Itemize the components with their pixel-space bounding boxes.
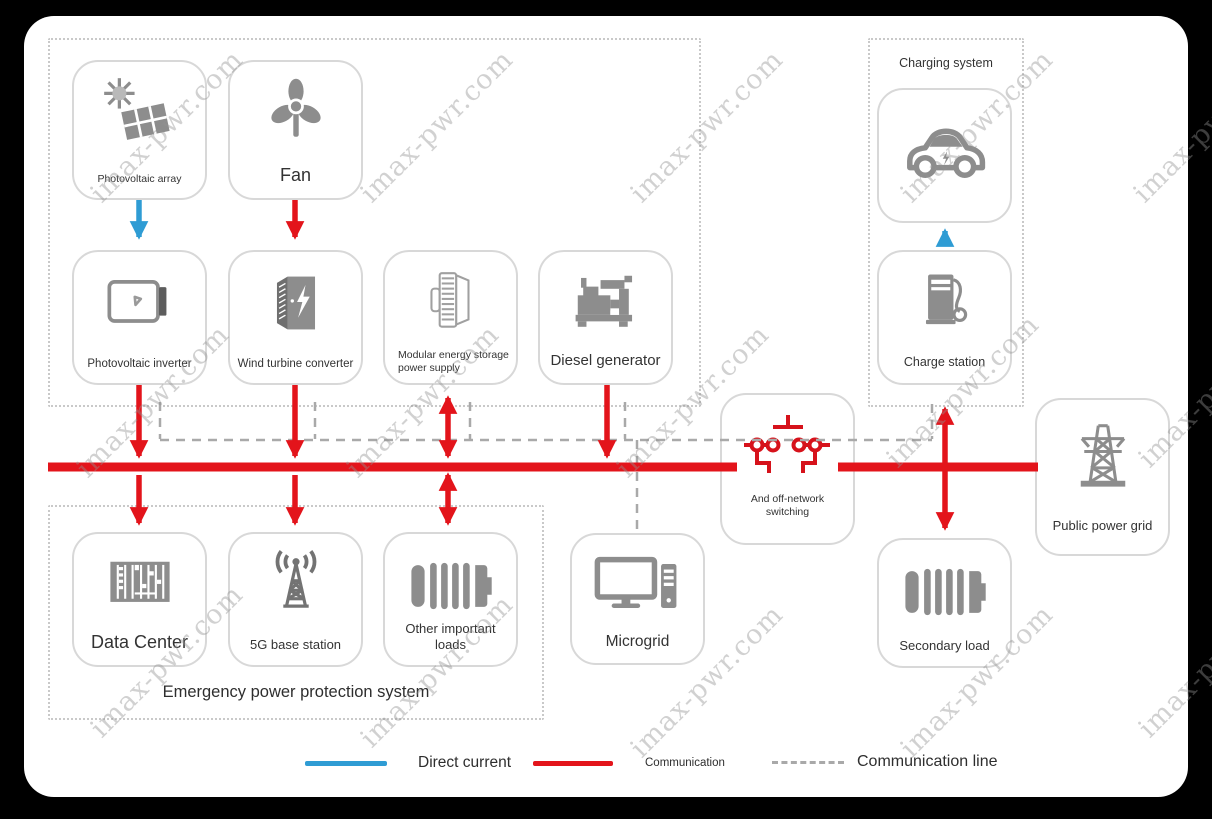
legend-red-line [533,761,613,766]
load-grille-icon [879,562,1010,622]
node-microgrid: Microgrid [570,533,705,665]
node-label: And off-network switching [750,492,825,518]
antenna-tower-icon [230,548,361,622]
inverter-icon [74,266,205,340]
node-data-center: Data Center [72,532,207,667]
legend-direct-current-label: Direct current [418,754,512,771]
storage-rack-icon [385,266,516,338]
node-fan: Fan [228,60,363,200]
legend-communication-line-label: Communication line [857,753,998,770]
solar-panel-icon [74,76,205,152]
legend-communication-label: Communication [645,757,725,769]
node-label: Data Center [90,631,189,652]
node-photovoltaic-array: Photovoltaic array [72,60,207,200]
node-wind-turbine-converter: Wind turbine converter [228,250,363,385]
node-label: 5G base station [249,636,342,652]
diagram-card: Charging system Emergency power protecti… [24,16,1212,797]
node-ev-car [877,88,1012,223]
fan-icon [230,76,361,152]
watermark-text: imax-pwr.com [1127,44,1212,209]
node-label: Wind turbine converter [237,357,354,370]
node-label: Secondary load [899,637,990,653]
node-5g-base-station: 5G base station [228,532,363,667]
load-grille-icon [385,556,516,616]
node-modular-energy-storage: Modular energy storage power supply [383,250,518,385]
node-label: Public power grid [1052,517,1153,533]
generation-group-box [48,38,701,407]
node-photovoltaic-inverter: Photovoltaic inverter [72,250,207,385]
legend-dashed-line [772,761,844,764]
node-label: Diesel generator [550,352,661,370]
computer-icon [572,553,703,619]
charge-station-icon [879,266,1010,340]
node-grid-switching: And off-network switching [720,393,855,545]
node-secondary-load: Secondary load [877,538,1012,668]
node-diesel-generator: Diesel generator [538,250,673,385]
grid-switch-icon [722,411,853,495]
server-racks-icon [74,548,205,622]
watermark-text: imax-pwr.com [1132,579,1212,744]
node-label: Other important loads [405,620,496,652]
legend-blue-line [305,761,387,766]
node-label: Photovoltaic array [97,172,182,185]
power-tower-icon [1037,414,1168,496]
emergency-group-title: Emergency power protection system [162,683,430,701]
charging-group-box: Charging system [868,38,1024,407]
node-charge-station: Charge station [877,250,1012,385]
node-public-power-grid: Public power grid [1035,398,1170,556]
diesel-generator-icon [540,266,671,342]
node-label: Modular energy storage power supply [398,348,509,374]
converter-cabinet-icon [230,266,361,340]
node-label: Microgrid [605,632,670,650]
node-label: Fan [279,164,312,185]
electric-car-icon [879,112,1010,188]
node-other-important-loads: Other important loads [383,532,518,667]
charging-group-title: Charging system [899,56,993,70]
node-label: Charge station [903,355,986,370]
node-label: Photovoltaic inverter [87,357,192,370]
